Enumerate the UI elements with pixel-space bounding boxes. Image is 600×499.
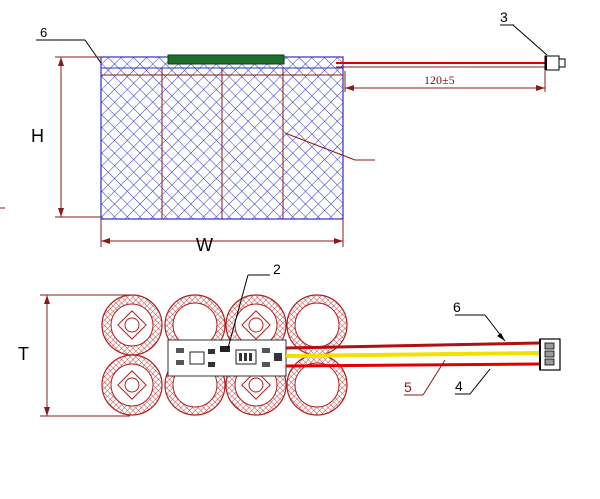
cell (101, 294, 163, 356)
cell (101, 354, 163, 416)
end-view: 2 6 5 4 T (18, 261, 561, 417)
wire-yellow (285, 351, 541, 358)
callout-4: 4 (455, 378, 463, 394)
top-view: 3 6 120±5 H W (0, 9, 566, 255)
callout-2: 2 (273, 261, 281, 277)
wire-red (285, 362, 541, 368)
thickness-label: T (18, 344, 29, 364)
connector-top (544, 55, 560, 71)
lead-length-label: 120±5 (424, 73, 455, 87)
callout-3: 3 (500, 9, 508, 25)
connector-end-view (539, 338, 561, 371)
width-label: W (196, 235, 213, 255)
callout-6-top: 6 (40, 25, 47, 40)
cell (286, 354, 348, 416)
callout-5: 5 (404, 379, 412, 395)
cell (286, 294, 348, 356)
protection-board (167, 54, 285, 65)
wire-black (285, 341, 541, 350)
height-label: H (31, 126, 44, 146)
callout-6-bottom: 6 (453, 299, 461, 315)
protection-board-end-view (167, 339, 287, 377)
